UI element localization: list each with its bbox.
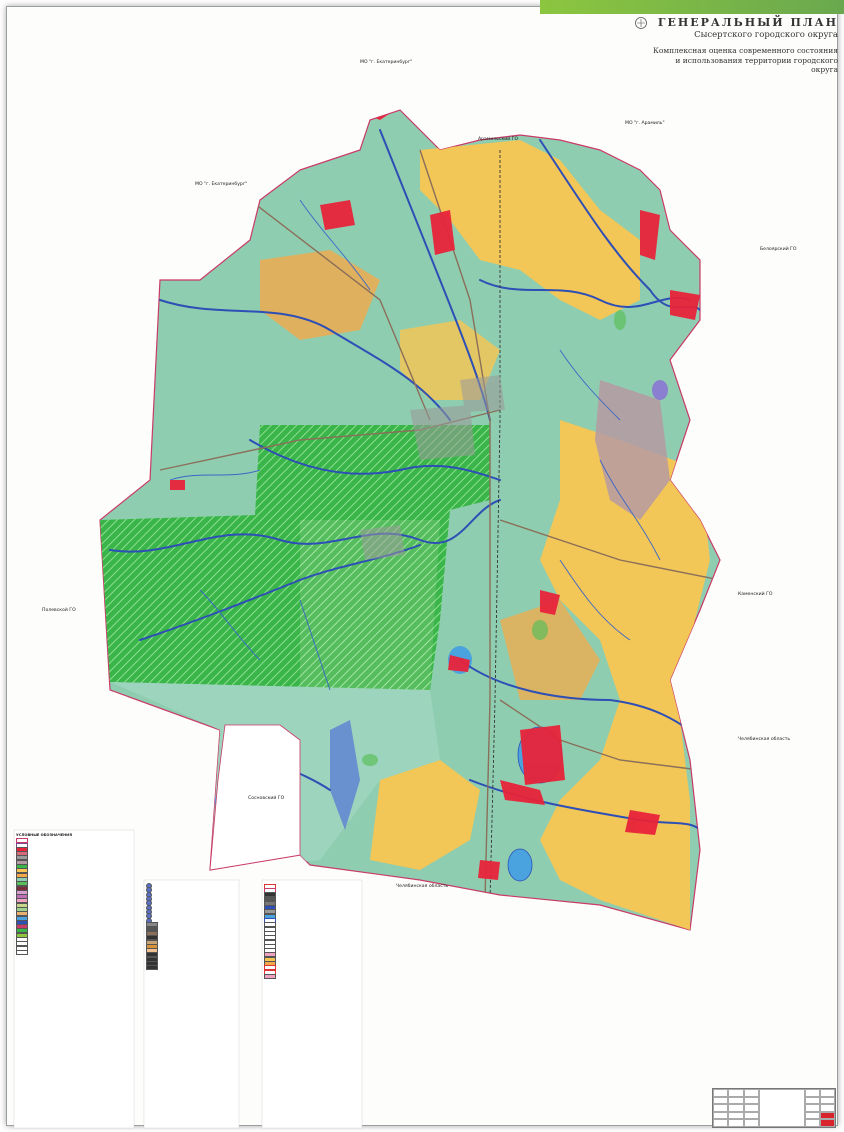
railway — [489, 150, 501, 901]
legend-column-2 — [146, 883, 238, 971]
agri-zone-southeast — [500, 600, 600, 700]
label-mo-ekaterinburg-top: МО "г. Екатеринбург" — [360, 60, 413, 65]
legend-row — [264, 973, 360, 979]
label-aramilsky: Арамильский ГО — [478, 137, 519, 142]
legend-heading: УСЛОВНЫЕ ОБОЗНАЧЕНИЯ — [16, 833, 72, 837]
label-beloyarsky: Белоярский ГО — [760, 247, 797, 252]
label-mo-ekaterinburg-left: МО "г. Екатеринбург" — [195, 182, 248, 187]
agri-zone-south — [370, 760, 480, 870]
title-stamp — [712, 1088, 836, 1128]
label-kamensky: Каменский ГО — [738, 592, 773, 597]
agri-zone-north — [420, 140, 640, 320]
legend-row — [146, 965, 238, 971]
forest-protection-zone-light — [300, 520, 440, 690]
reservoir-south — [330, 720, 360, 830]
map-description-2: и использования территории городского ок… — [675, 55, 838, 75]
legend-row — [16, 949, 132, 955]
lake-south — [507, 848, 533, 882]
map-description-1: Комплексная оценка современного состояни… — [653, 46, 838, 56]
legend-column-1: УСЛОВНЫЕ ОБОЗНАЧЕНИЯ — [16, 832, 132, 955]
title-block: ГЕНЕРАЛЬНЫЙ ПЛАН Сысертского городского … — [648, 16, 838, 75]
label-sosnovsky: Сосновский ГО — [248, 796, 285, 801]
towns — [360, 375, 505, 560]
logo-icon — [635, 17, 647, 29]
stream-network — [169, 199, 661, 691]
label-chelyabinsk-bottom: Челябинская область — [396, 884, 449, 889]
label-chelyabinsk-right: Челябинская область — [738, 737, 791, 742]
legend-blocks — [13, 829, 363, 1129]
label-mo-aramil: МО "г. Арамиль" — [625, 121, 665, 126]
legend-column-3 — [264, 883, 360, 979]
parks — [362, 310, 626, 766]
sosnovsky-enclave — [209, 724, 301, 871]
agri-zone-west — [260, 250, 380, 340]
header-accent-bar — [540, 0, 844, 14]
stamp-main-cell — [758, 1089, 805, 1127]
map-subtitle: Сысертского городского округа — [694, 29, 838, 40]
map-title: ГЕНЕРАЛЬНЫЙ ПЛАН — [657, 16, 838, 29]
label-polevskoy: Полевской ГО — [42, 608, 76, 613]
lake-east — [652, 380, 668, 400]
lake-southwest — [200, 790, 216, 810]
